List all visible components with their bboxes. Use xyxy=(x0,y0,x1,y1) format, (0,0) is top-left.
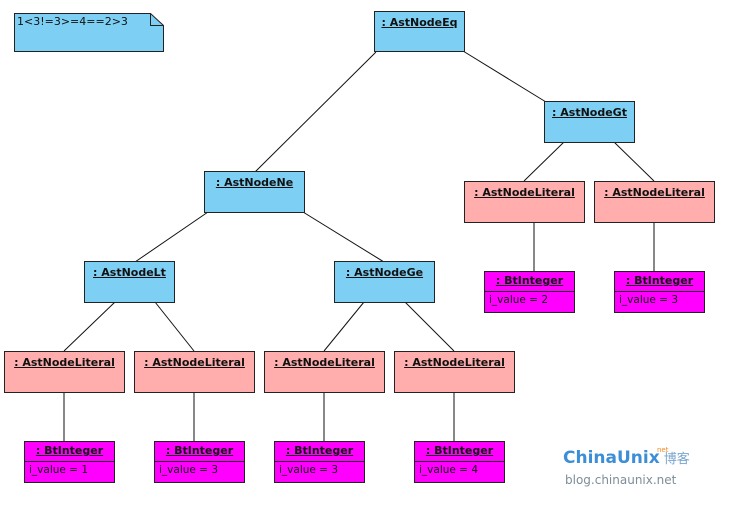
btinteger-title: : BtInteger xyxy=(285,444,354,457)
btinteger-value: i_value = 3 xyxy=(159,464,219,476)
edge-ge-left xyxy=(323,301,365,352)
watermark-url: blog.chinaunix.net xyxy=(565,473,677,487)
node-literal-title: : AstNodeLiteral xyxy=(14,356,115,369)
node-ast-ge: : AstNodeGe xyxy=(334,261,435,303)
btinteger-title: : BtInteger xyxy=(625,274,694,287)
node-ast-eq-title: : AstNodeEq xyxy=(381,16,458,29)
node-btinteger-6: : BtInteger i_value = 3 xyxy=(614,271,705,313)
btinteger-value: i_value = 3 xyxy=(619,294,679,306)
edge-ne-lt xyxy=(134,211,209,263)
node-literal-title: : AstNodeLiteral xyxy=(474,186,575,199)
btinteger-value: i_value = 1 xyxy=(29,464,89,476)
btinteger-divider xyxy=(415,461,504,462)
edge-ne-ge xyxy=(302,211,385,263)
edge-gt-left xyxy=(523,141,565,182)
node-btinteger-2: : BtInteger i_value = 3 xyxy=(154,441,245,483)
node-ast-gt: : AstNodeGt xyxy=(544,101,635,143)
node-ast-lt-title: : AstNodeLt xyxy=(93,266,166,279)
node-ast-ne: : AstNodeNe xyxy=(204,171,305,213)
node-literal-lt-left: : AstNodeLiteral xyxy=(4,351,125,393)
node-btinteger-1: : BtInteger i_value = 1 xyxy=(24,441,115,483)
watermark-brand-sup: net xyxy=(657,446,669,454)
btinteger-value: i_value = 2 xyxy=(489,294,549,306)
node-ast-gt-title: : AstNodeGt xyxy=(552,106,627,119)
edge-eq-gt xyxy=(462,50,547,103)
node-literal-title: : AstNodeLiteral xyxy=(404,356,505,369)
node-literal-lt-right: : AstNodeLiteral xyxy=(134,351,255,393)
node-btinteger-4: : BtInteger i_value = 4 xyxy=(414,441,505,483)
btinteger-title: : BtInteger xyxy=(425,444,494,457)
note-shape xyxy=(14,13,164,52)
btinteger-title: : BtInteger xyxy=(495,274,564,287)
btinteger-title: : BtInteger xyxy=(35,444,104,457)
btinteger-divider xyxy=(155,461,244,462)
expression-note: 1<3!=3>=4==2>3 xyxy=(14,13,164,52)
watermark-brand: ChinaUnix xyxy=(563,448,660,468)
btinteger-divider xyxy=(615,291,704,292)
node-literal-title: : AstNodeLiteral xyxy=(274,356,375,369)
node-btinteger-3: : BtInteger i_value = 3 xyxy=(274,441,365,483)
node-btinteger-5: : BtInteger i_value = 2 xyxy=(484,271,575,313)
btinteger-title: : BtInteger xyxy=(165,444,234,457)
note-text: 1<3!=3>=4==2>3 xyxy=(17,15,128,28)
node-literal-title: : AstNodeLiteral xyxy=(144,356,245,369)
edge-ge-right xyxy=(404,301,455,352)
node-ast-ge-title: : AstNodeGe xyxy=(345,266,424,279)
btinteger-value: i_value = 4 xyxy=(419,464,479,476)
edge-gt-right xyxy=(613,141,655,182)
edge-eq-ne xyxy=(254,51,377,173)
btinteger-value: i_value = 3 xyxy=(279,464,339,476)
node-literal-title: : AstNodeLiteral xyxy=(604,186,705,199)
edge-lt-right xyxy=(154,301,195,352)
node-literal-gt-left: : AstNodeLiteral xyxy=(464,181,585,223)
node-ast-eq: : AstNodeEq xyxy=(374,11,465,52)
watermark-brand-cn: 博客 xyxy=(663,452,690,467)
btinteger-divider xyxy=(275,461,364,462)
node-ast-lt: : AstNodeLt xyxy=(84,261,175,303)
btinteger-divider xyxy=(25,461,114,462)
btinteger-divider xyxy=(485,291,574,292)
node-literal-ge-right: : AstNodeLiteral xyxy=(394,351,515,393)
edge-lt-left xyxy=(63,301,116,352)
node-literal-ge-left: : AstNodeLiteral xyxy=(264,351,385,393)
node-ast-ne-title: : AstNodeNe xyxy=(215,176,294,189)
node-literal-gt-right: : AstNodeLiteral xyxy=(594,181,715,223)
